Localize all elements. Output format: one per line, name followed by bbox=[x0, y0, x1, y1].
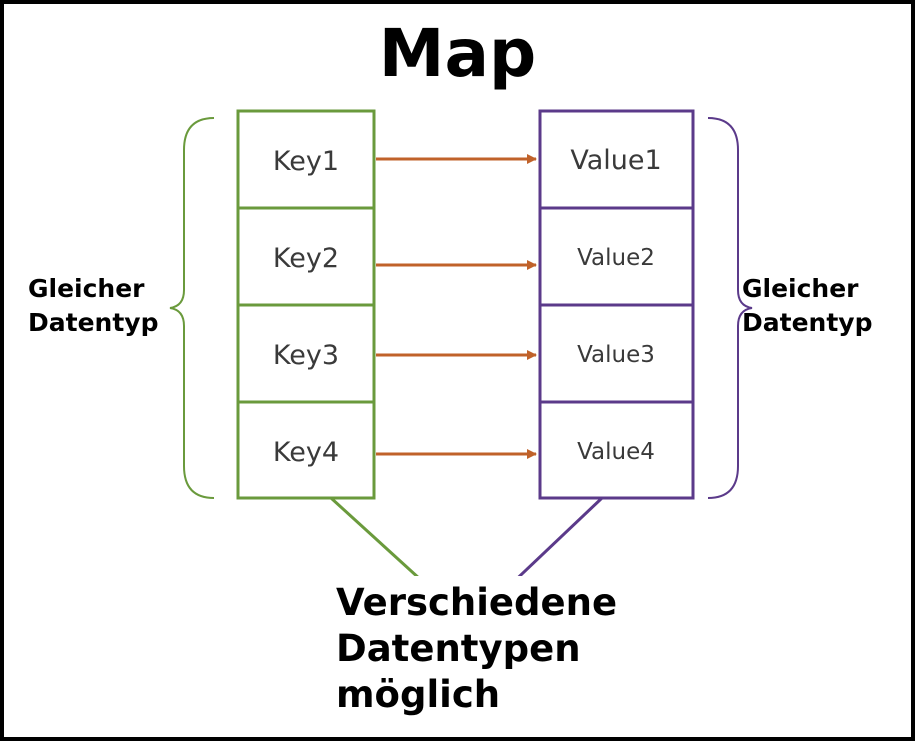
key-label: Key4 bbox=[273, 437, 339, 468]
value-label: Value4 bbox=[577, 439, 655, 465]
right-brace-label: Gleicher Datentyp bbox=[742, 272, 872, 340]
key-label: Key3 bbox=[273, 340, 339, 371]
key-cell bbox=[236, 400, 376, 500]
bottom-label-line: Datentypen bbox=[336, 627, 581, 670]
value-label: Value3 bbox=[577, 342, 655, 368]
key-cell bbox=[236, 206, 376, 307]
bottom-label-line: möglich bbox=[336, 673, 501, 716]
mapping-arrows bbox=[376, 154, 537, 459]
key-label: Key2 bbox=[273, 243, 339, 274]
right-brace-label-line: Gleicher bbox=[742, 274, 859, 303]
right-brace bbox=[707, 117, 753, 499]
key-cell bbox=[236, 109, 376, 210]
value-label: Value1 bbox=[570, 145, 661, 176]
diagram-title: Map bbox=[378, 15, 537, 92]
right-brace-label-line: Datentyp bbox=[742, 308, 873, 337]
value-label: Value2 bbox=[577, 245, 655, 271]
key-label: Key1 bbox=[273, 146, 339, 177]
left-brace-label-line: Datentyp bbox=[28, 308, 159, 337]
value-cell bbox=[538, 400, 695, 500]
left-brace bbox=[169, 117, 215, 499]
left-brace-label-line: Gleicher bbox=[28, 274, 145, 303]
value-connector-line bbox=[503, 496, 604, 592]
key-column: Key1 Key2 Key3 Key4 bbox=[236, 109, 376, 500]
value-column: Value1 Value2 Value3 Value4 bbox=[538, 109, 695, 500]
value-cell bbox=[538, 206, 695, 307]
bottom-label-line: Verschiedene bbox=[336, 581, 618, 624]
key-connector-line bbox=[329, 496, 434, 592]
bottom-label: Verschiedene Datentypen möglich bbox=[334, 576, 624, 718]
left-brace-label: Gleicher Datentyp bbox=[28, 272, 158, 340]
